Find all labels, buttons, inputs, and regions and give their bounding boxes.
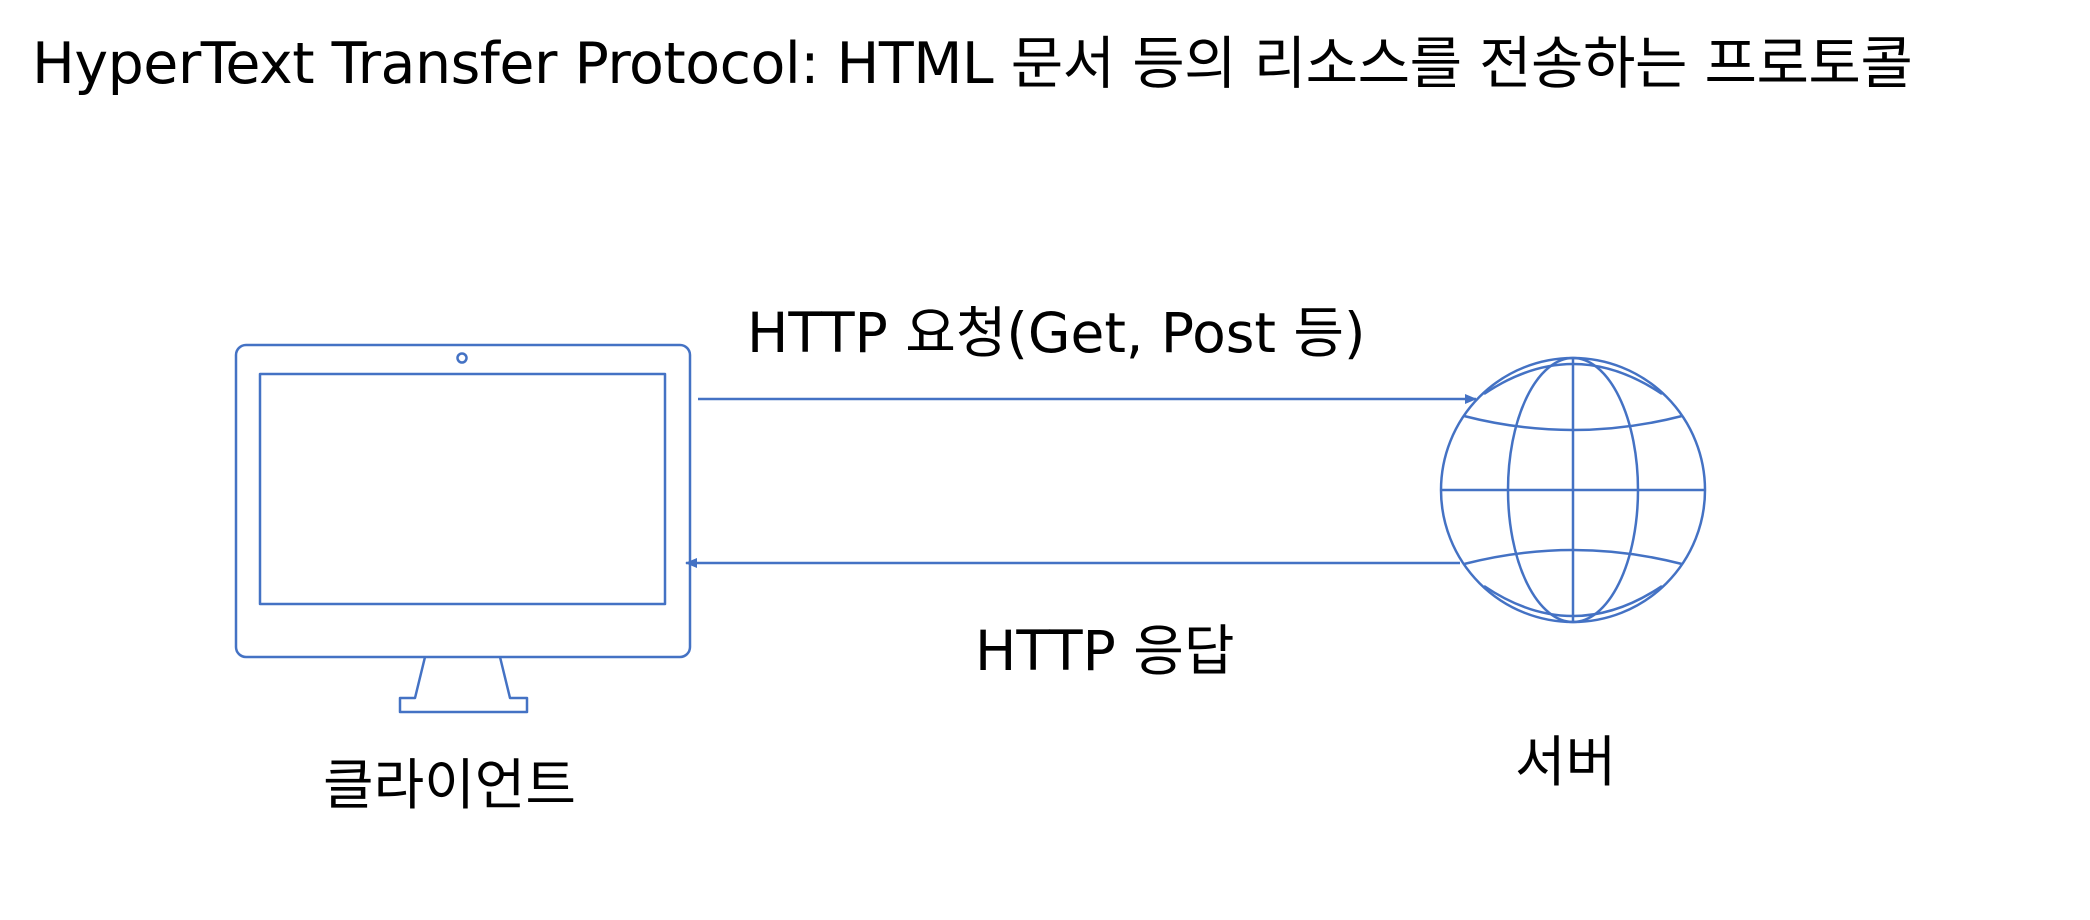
monitor-stand (398, 656, 529, 714)
monitor-bezel (234, 343, 692, 659)
response-label: HTTP 응답 (975, 619, 1235, 683)
globe-icon (1439, 356, 1707, 624)
globe-arc-bottom (1483, 584, 1663, 618)
server-label: 서버 (1515, 730, 1617, 794)
globe-latitude-lower (1463, 548, 1683, 566)
request-label: HTTP 요청(Get, Post 등) (747, 301, 1366, 365)
monitor-icon (234, 343, 692, 714)
monitor-screen (258, 372, 667, 606)
globe-longitude (1506, 356, 1640, 624)
client-label: 클라이언트 (323, 753, 577, 817)
diagram-title: HyperText Transfer Protocol: HTML 문서 등의 … (32, 31, 1913, 97)
monitor-camera (456, 352, 468, 364)
globe-latitude-upper (1463, 414, 1683, 432)
globe-arc-top (1483, 362, 1663, 396)
